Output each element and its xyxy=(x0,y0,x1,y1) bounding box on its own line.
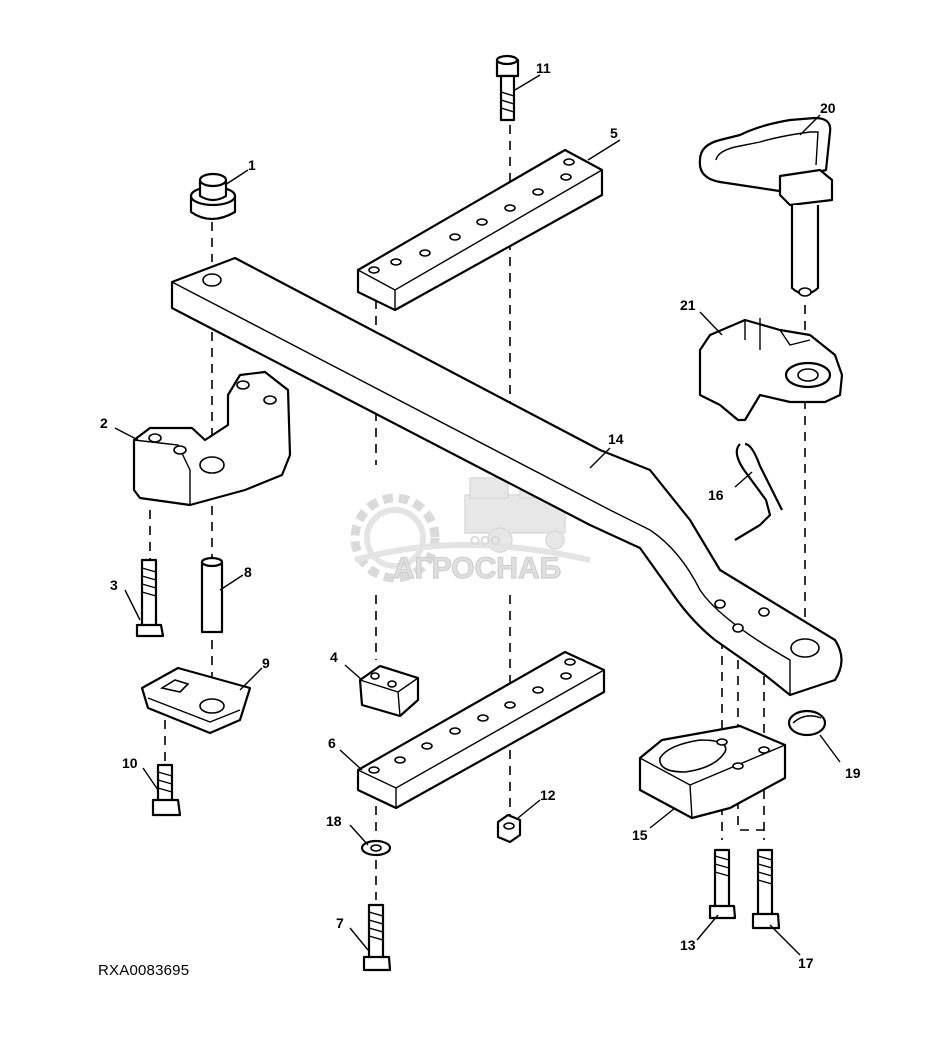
part-6-lower-plate xyxy=(356,650,606,810)
callout-12: 12 xyxy=(540,787,556,803)
figure-reference-code: RXA0083695 xyxy=(98,962,190,979)
callout-5: 5 xyxy=(610,125,618,141)
callout-14: 14 xyxy=(608,431,624,447)
leader-lines xyxy=(114,74,841,956)
watermark-prefix: ООО xyxy=(470,533,500,548)
part-3-bolt xyxy=(135,558,165,638)
callout-15: 15 xyxy=(632,827,648,843)
part-19-lock-ring xyxy=(787,709,827,737)
callout-19: 19 xyxy=(845,765,861,781)
part-4-block xyxy=(358,664,420,718)
part-16-spring-clip xyxy=(734,442,783,541)
part-9-washer-plate xyxy=(140,666,252,735)
callout-1: 1 xyxy=(248,157,256,173)
callout-16: 16 xyxy=(708,487,724,503)
callout-11: 11 xyxy=(536,60,551,76)
callout-4: 4 xyxy=(330,649,338,665)
callout-2: 2 xyxy=(100,415,108,431)
part-20-hitch-pin xyxy=(698,116,834,297)
harvester-icon xyxy=(464,467,566,553)
watermark-logo: ООО АГРОСНАБ xyxy=(350,467,591,586)
part-11-bolt xyxy=(495,54,520,122)
part-8-pin xyxy=(200,556,224,634)
callout-17: 17 xyxy=(798,955,814,971)
part-7-bolt xyxy=(362,903,392,972)
callout-7: 7 xyxy=(336,915,344,931)
part-21-hitch-block xyxy=(698,318,844,422)
watermark-company: АГРОСНАБ xyxy=(393,552,561,585)
callout-3: 3 xyxy=(110,577,118,593)
part-15-clevis-plate xyxy=(638,724,787,820)
part-17-bolt xyxy=(751,848,781,930)
part-2-bracket xyxy=(132,370,292,507)
part-13-bolt xyxy=(708,848,737,920)
assembly-lines xyxy=(149,125,806,900)
callout-6: 6 xyxy=(328,735,336,751)
part-18-washer xyxy=(360,839,392,857)
callout-10: 10 xyxy=(122,755,138,771)
callout-20: 20 xyxy=(820,100,836,116)
part-10-bolt xyxy=(151,763,182,817)
part-5-upper-plate xyxy=(356,148,604,312)
callout-18: 18 xyxy=(326,813,342,829)
callout-13: 13 xyxy=(680,937,696,953)
callout-8: 8 xyxy=(244,564,252,580)
part-1-bushing xyxy=(189,172,237,221)
part-12-nut xyxy=(496,813,522,844)
callouts: 1 2 3 4 5 6 7 8 9 10 11 12 13 14 15 16 1… xyxy=(100,60,861,971)
callout-21: 21 xyxy=(680,297,696,313)
callout-9: 9 xyxy=(262,655,270,671)
part-14-drawbar xyxy=(170,256,843,697)
gear-icon xyxy=(350,493,440,583)
